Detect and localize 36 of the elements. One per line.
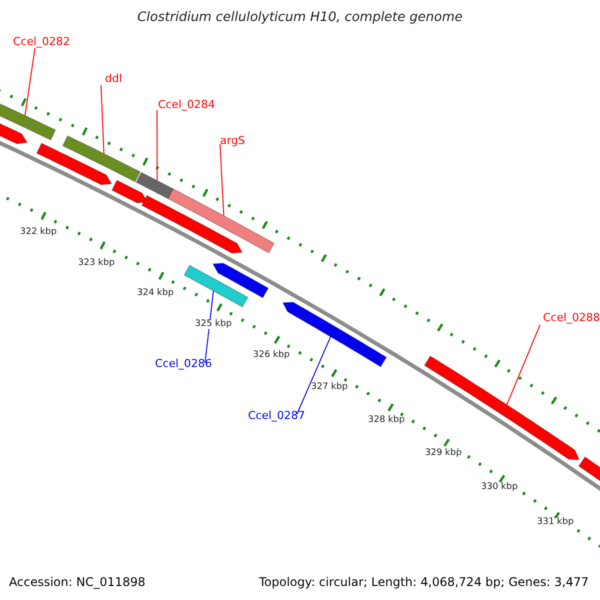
gene-feature <box>212 262 269 298</box>
leader-line <box>156 110 158 182</box>
scale-label: 327 kbp <box>311 383 348 392</box>
scale-label: 323 kbp <box>78 259 115 268</box>
gene-label: Ccel_0287 <box>248 410 306 421</box>
gene-label: ddl <box>105 73 122 84</box>
gene-bar <box>184 264 248 308</box>
footer-text: Topology: circular; Length: 4,068,724 bp; Genes: 3,477 <box>259 576 589 588</box>
gene-feature <box>424 355 580 460</box>
leader-line <box>100 84 104 154</box>
chart-title: Clostridium cellulolyticum H10, complete genome <box>136 11 464 24</box>
gene-label: Ccel_0288 <box>543 312 600 323</box>
gene-bar <box>167 188 275 254</box>
scale-label: 325 kbp <box>195 320 232 329</box>
footer-text: Accession: NC_011898 <box>9 576 146 588</box>
leader-line <box>24 48 36 116</box>
scale-label: 322 kbp <box>20 228 57 237</box>
scale-label: 326 kbp <box>253 351 290 360</box>
gene-feature <box>36 142 112 186</box>
gene-bar <box>62 135 141 182</box>
gene-bar <box>136 172 174 200</box>
leader-line <box>506 324 540 406</box>
gene-label: Ccel_0284 <box>158 99 216 110</box>
gene-bar <box>0 100 56 141</box>
gene-label: Ccel_0282 <box>13 36 70 47</box>
scale-label: 330 kbp <box>481 483 518 492</box>
leader-line <box>204 290 214 364</box>
scale-label: 331 kbp <box>537 518 574 527</box>
scale-label: 328 kbp <box>368 416 405 425</box>
gene-feature <box>141 194 243 254</box>
gene-label: Ccel_0286 <box>155 358 212 369</box>
leader-line <box>220 144 224 216</box>
gene-label: argS <box>220 135 246 146</box>
scale-label: 324 kbp <box>137 289 174 298</box>
scale-label: 329 kbp <box>425 449 462 458</box>
leader-line <box>296 336 332 414</box>
